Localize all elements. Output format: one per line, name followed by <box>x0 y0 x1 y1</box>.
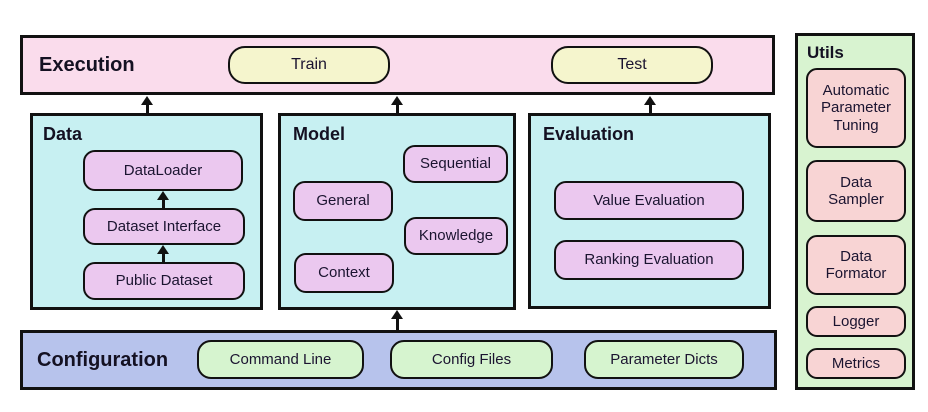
knowledge-node: Knowledge <box>404 217 508 255</box>
context-node: Context <box>294 253 394 293</box>
arrow-config-to-model <box>390 310 404 330</box>
configuration-title: Configuration <box>37 348 169 371</box>
arrow-stem <box>161 254 165 262</box>
arrow-head <box>644 96 656 105</box>
arrow-stem <box>395 319 399 330</box>
arrow-head <box>391 96 403 105</box>
parameter-dicts-node: Parameter Dicts <box>584 340 744 379</box>
automatic-parameter-tuning-node: Automatic Parameter Tuning <box>806 68 906 148</box>
dataloader-node: DataLoader <box>83 150 243 191</box>
sequential-node: Sequential <box>403 145 508 183</box>
utils-section: Utils Automatic Parameter Tuning Data Sa… <box>795 33 915 390</box>
data-sampler-node: Data Sampler <box>806 160 906 222</box>
data-formator-node: Data Formator <box>806 235 906 295</box>
train-node: Train <box>228 46 390 84</box>
arrow-head <box>157 191 169 200</box>
arrow-stem <box>145 105 149 113</box>
model-section: Model Sequential General Knowledge Conte… <box>278 113 516 310</box>
arrow-head <box>157 245 169 254</box>
arrow-head <box>141 96 153 105</box>
arrow-data-to-execution <box>140 96 154 113</box>
logger-node: Logger <box>806 306 906 337</box>
test-node: Test <box>551 46 713 84</box>
ranking-evaluation-node: Ranking Evaluation <box>554 240 744 280</box>
evaluation-section: Evaluation Value Evaluation Ranking Eval… <box>528 113 771 309</box>
dataset-interface-node: Dataset Interface <box>83 208 245 245</box>
data-section: Data DataLoader Dataset Interface Public… <box>30 113 263 310</box>
arrow-stem <box>161 200 165 208</box>
config-files-node: Config Files <box>390 340 553 379</box>
arrow-stem <box>395 105 399 113</box>
metrics-node: Metrics <box>806 348 906 379</box>
execution-section: Execution Train Test <box>20 35 775 95</box>
arrow-stem <box>648 105 652 113</box>
execution-title: Execution <box>39 53 135 76</box>
value-evaluation-node: Value Evaluation <box>554 181 744 220</box>
configuration-section: Configuration Command Line Config Files … <box>20 330 777 390</box>
arrow-model-to-execution <box>390 96 404 113</box>
model-title: Model <box>293 124 345 144</box>
command-line-node: Command Line <box>197 340 364 379</box>
data-title: Data <box>43 124 83 144</box>
utils-title: Utils <box>807 43 844 62</box>
arrow-dataset-interface-to-dataloader <box>156 191 170 208</box>
evaluation-title: Evaluation <box>543 124 635 144</box>
general-node: General <box>293 181 393 221</box>
arrow-evaluation-to-execution <box>643 96 657 113</box>
public-dataset-node: Public Dataset <box>83 262 245 300</box>
arrow-head <box>391 310 403 319</box>
arrow-public-dataset-to-dataset-interface <box>156 245 170 262</box>
